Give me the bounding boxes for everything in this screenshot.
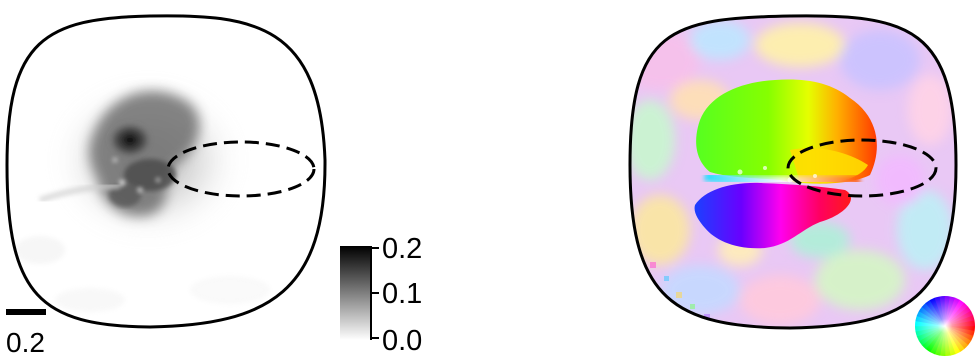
- colorbar-tick-bottom: 0.0: [382, 325, 422, 357]
- hue-color-wheel-icon: [915, 296, 975, 356]
- phase-panel: [628, 14, 958, 330]
- scale-bar-label: 0.2: [6, 327, 45, 358]
- magnitude-panel: [5, 14, 327, 329]
- scale-bar-line: [6, 309, 46, 315]
- phase-dashed-ellipse: [786, 138, 938, 198]
- scale-bar: 0.2: [6, 309, 46, 358]
- colorbar-tick-top: 0.2: [382, 233, 422, 265]
- colorbar-gradient: [340, 246, 370, 340]
- phase-panel-outline: [628, 14, 958, 330]
- colorbar-tick-middle: 0.1: [382, 278, 422, 310]
- magnitude-dashed-ellipse: [166, 140, 316, 198]
- magnitude-panel-outline: [5, 14, 327, 329]
- magnitude-colorbar: 0.2 0.1 0.0: [340, 233, 422, 357]
